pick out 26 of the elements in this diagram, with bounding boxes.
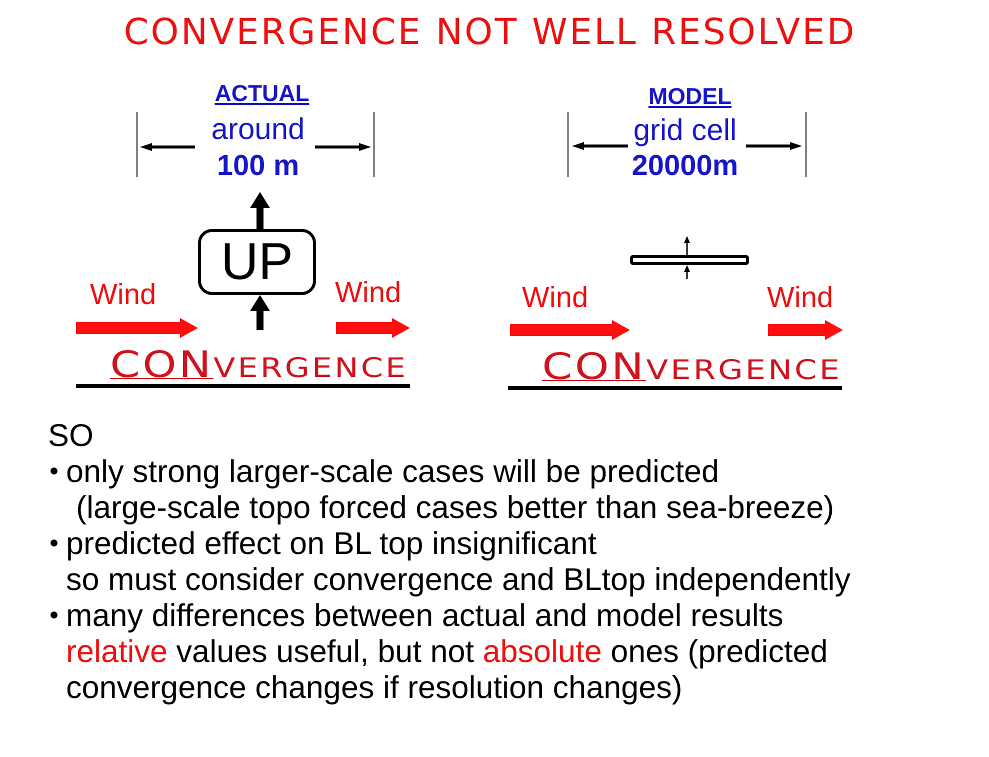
panel-heading: MODEL	[648, 83, 732, 112]
dimension-label: around	[211, 112, 305, 148]
arrow	[250, 192, 270, 229]
wind-label: Wind	[767, 280, 834, 316]
dimension-value: 100 m	[216, 152, 300, 181]
diagram-title: CONVERGENCE NOT WELL RESOLVED	[124, 12, 856, 55]
dimension-value: 20000m	[632, 152, 738, 181]
bullet-text: predicted effect on BL top insignificant	[66, 525, 597, 561]
bullet-text: many differences between actual and model results	[66, 597, 784, 633]
convergence-label: CONVERGENCE	[110, 348, 408, 382]
rounded-box	[198, 229, 316, 295]
panel-heading: ACTUAL	[214, 80, 310, 108]
box-label: UP	[220, 236, 294, 288]
note-text: relative values useful, but not absolute ones (predicted convergence changes if resolution changes)	[66, 633, 829, 705]
note-text: so must consider convergence and BLtop independently	[66, 561, 851, 597]
bullet-text: only strong larger-scale cases will be predicted	[66, 453, 720, 489]
dimension-label: grid cell	[633, 113, 737, 150]
flat-box	[630, 255, 749, 265]
wind-label: Wind	[522, 280, 588, 316]
arrow	[250, 295, 270, 330]
wind-label: Wind	[90, 278, 156, 313]
arrow	[684, 236, 690, 255]
arrow	[684, 265, 690, 279]
note-text: (large-scale topo forced cases better than sea-breeze)	[76, 489, 834, 525]
wind-label: Wind	[335, 276, 402, 311]
note-heading: SO	[48, 417, 94, 453]
